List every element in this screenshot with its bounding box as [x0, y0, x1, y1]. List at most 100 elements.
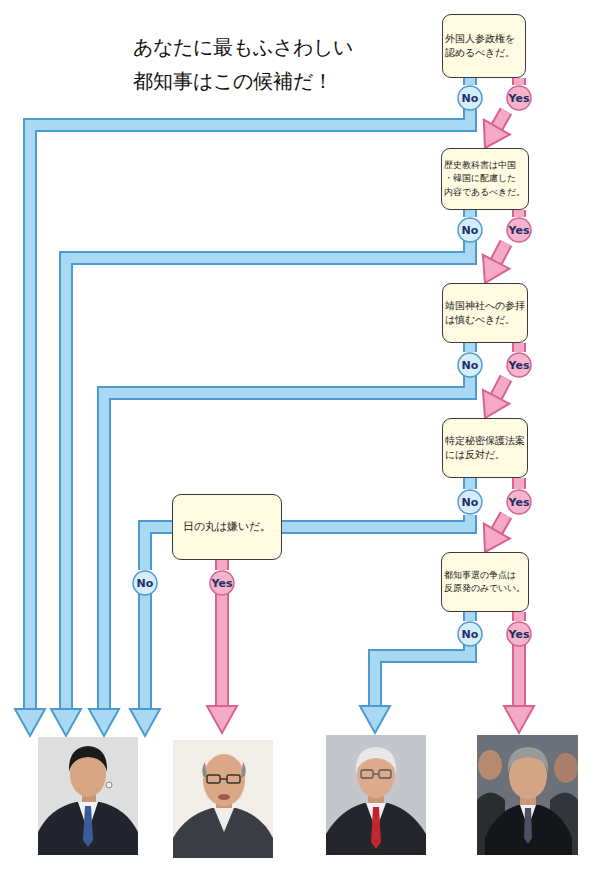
- no-connector: [282, 515, 470, 527]
- question-box: 歴史教科書は中国 ・韓国に配慮した 内容であるべきだ。: [441, 148, 529, 210]
- band-outline: [496, 243, 506, 263]
- candidate-photo: [173, 740, 273, 858]
- yes-connector: [483, 243, 510, 283]
- band-outline: [463, 343, 477, 352]
- yes-connector: [484, 111, 510, 148]
- yes-arrow: [207, 583, 237, 733]
- yes-connector: [484, 515, 510, 552]
- yes-connector: [519, 478, 520, 489]
- band-fill: [217, 560, 227, 570]
- band-fill: [514, 78, 524, 85]
- arrow-head: [484, 120, 510, 148]
- band-outline: [496, 515, 506, 532]
- no-connector: [470, 478, 471, 489]
- answer-label: No: [462, 628, 479, 641]
- no-arrow: [130, 583, 160, 736]
- band-outline: [512, 478, 526, 489]
- no-circle: No: [457, 217, 483, 243]
- band-outline: [145, 527, 172, 570]
- band-fill: [496, 111, 506, 128]
- answer-label: Yes: [509, 224, 530, 237]
- no-arrow: [51, 230, 470, 736]
- title-text: あなたに最もふさわしい 都知事はこの候補だ！: [133, 30, 373, 98]
- yes-connector: [519, 343, 520, 352]
- answer-label: Yes: [509, 92, 530, 105]
- yes-circle: Yes: [506, 489, 532, 515]
- question-box: 外国人参政権を 認めるべきだ。: [442, 14, 526, 78]
- band-outline: [463, 612, 477, 621]
- question-box: 靖国神社への参拝 は慎むべきだ。: [442, 283, 528, 343]
- no-arrow: [360, 634, 470, 733]
- band-fill: [514, 478, 524, 489]
- band-outline: [512, 612, 526, 621]
- question-box: 特定秘密保護法案 には反対だ。: [442, 418, 528, 478]
- no-connector: [470, 78, 471, 85]
- question-text: 外国人参政権を 認めるべきだ。: [445, 32, 523, 61]
- no-connector: [470, 612, 471, 621]
- no-circle: No: [132, 570, 158, 596]
- band-fill: [465, 612, 475, 621]
- band-fill: [496, 515, 506, 532]
- question-box: 都知事選の争点は 反原発のみでいい。: [441, 552, 529, 612]
- band-fill: [465, 210, 475, 217]
- arrow-head: [483, 390, 510, 418]
- band-outline: [282, 515, 470, 527]
- yes-circle: Yes: [209, 570, 235, 596]
- no-circle: No: [457, 621, 483, 647]
- no-circle: No: [457, 85, 483, 111]
- arrow-head: [484, 524, 510, 552]
- answer-label: Yes: [509, 359, 530, 372]
- yes-connector: [519, 78, 520, 85]
- band-outline: [463, 78, 477, 85]
- band-outline: [463, 478, 477, 489]
- no-arrow: [89, 365, 470, 736]
- question-box: 日の丸は嫌いだ。: [172, 494, 282, 560]
- candidate-photo: [477, 735, 578, 855]
- yes-circle: Yes: [506, 217, 532, 243]
- answer-label: Yes: [212, 577, 233, 590]
- answer-label: No: [462, 92, 479, 105]
- yes-connector: [519, 612, 520, 621]
- question-text: 都知事選の争点は 反原発のみでいい。: [444, 569, 526, 595]
- question-text: 歴史教科書は中国 ・韓国に配慮した 内容であるべきだ。: [444, 159, 526, 198]
- yes-circle: Yes: [506, 85, 532, 111]
- band-outline: [512, 210, 526, 217]
- yes-circle: Yes: [506, 621, 532, 647]
- question-text: 特定秘密保護法案 には反対だ。: [445, 434, 525, 462]
- answer-label: No: [137, 577, 154, 590]
- answer-label: No: [462, 496, 479, 509]
- band-fill: [282, 515, 470, 527]
- no-connector: [470, 343, 471, 352]
- band-outline: [496, 378, 506, 398]
- band-fill: [496, 378, 506, 398]
- band-outline: [512, 78, 526, 85]
- band-fill: [145, 527, 172, 570]
- no-circle: No: [457, 489, 483, 515]
- band-fill: [465, 478, 475, 489]
- arrow-head: [483, 255, 510, 283]
- band-outline: [496, 111, 506, 128]
- no-connector: [470, 210, 471, 217]
- band-fill: [514, 343, 524, 352]
- answer-label: Yes: [509, 628, 530, 641]
- yes-circle: Yes: [506, 352, 532, 378]
- yes-connector: [519, 210, 520, 217]
- band-outline: [215, 560, 229, 570]
- question-text: 日の丸は嫌いだ。: [183, 519, 271, 534]
- answer-label: No: [462, 224, 479, 237]
- yes-connector: [222, 560, 223, 570]
- yes-connector: [483, 378, 510, 418]
- band-outline: [512, 343, 526, 352]
- band-fill: [465, 78, 475, 85]
- band-fill: [514, 210, 524, 217]
- answer-label: Yes: [509, 496, 530, 509]
- answer-label: No: [462, 359, 479, 372]
- no-arrow: [15, 98, 470, 736]
- question-text: 靖国神社への参拝 は慎むべきだ。: [445, 299, 525, 327]
- yes-arrow: [504, 634, 534, 733]
- band-fill: [465, 343, 475, 352]
- band-outline: [463, 210, 477, 217]
- no-circle: No: [457, 352, 483, 378]
- no-connector: [145, 527, 172, 570]
